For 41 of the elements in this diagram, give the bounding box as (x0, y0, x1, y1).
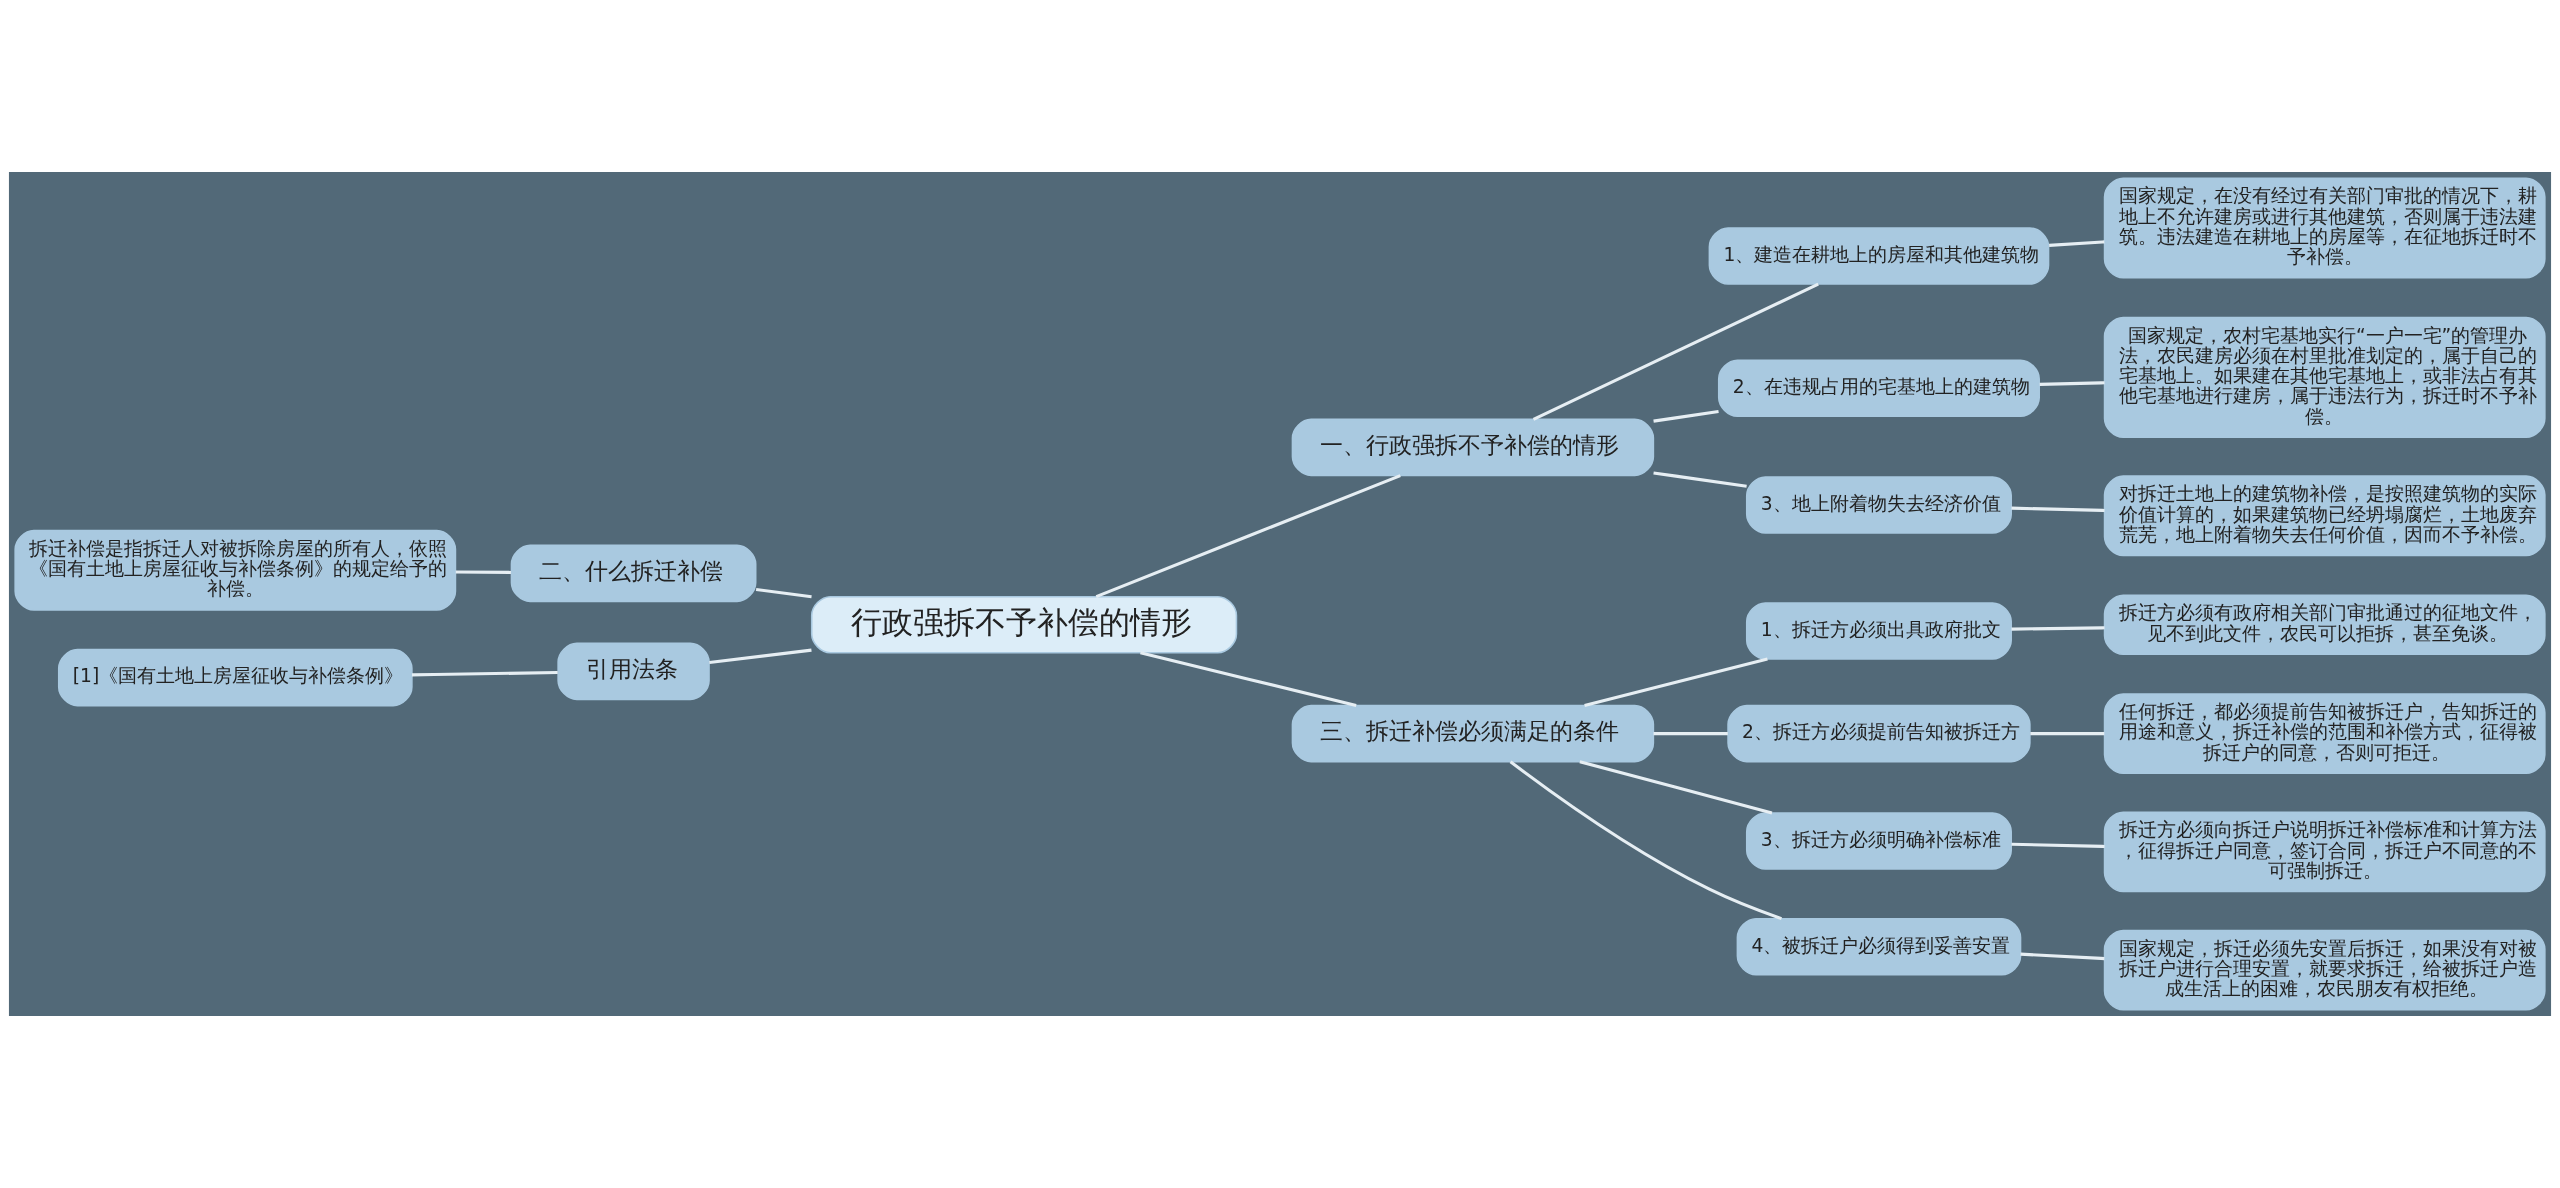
connector (1509, 760, 1782, 921)
node-box: 3、拆迁方必须明确补偿标准 (1745, 812, 2012, 870)
connector (2039, 381, 2105, 386)
connector (1579, 760, 1773, 815)
node-box: 拆迁方必须向拆迁户说明拆迁补偿标准和计算方法，征得拆迁户同意，签订合同，拆迁户不同意的不可强制拆迁。 (2103, 811, 2546, 893)
node-box: 国家规定，拆迁必须先安置后拆迁，如果没有对被拆迁户进行合理安置，就要求拆迁，给被拆迁户造成生活上的困难，农民朋友有权拒绝。 (2103, 929, 2546, 1011)
connector (1532, 282, 1819, 421)
connector (411, 671, 558, 677)
connector (1653, 410, 1719, 423)
node-box: 二、什么拆迁补偿 (510, 544, 757, 603)
node-box: 三、拆迁补偿必须满足的条件 (1291, 704, 1655, 763)
connector (1584, 657, 1768, 708)
connector (1653, 732, 1728, 736)
node-box: 4、被拆迁户必须得到妥善安置 (1736, 918, 2022, 976)
connector (1095, 474, 1401, 599)
node-box: 行政强拆不予补偿的情形 (810, 595, 1238, 654)
node-box: [1]《国有土地上房屋征收与补偿条例》 (57, 648, 413, 707)
node-box: 一、行政强拆不予补偿的情形 (1291, 418, 1655, 477)
connector (2011, 626, 2105, 631)
connector (1140, 651, 1357, 707)
node-box: 国家规定，在没有经过有关部门审批的情况下，耕地上不允许建房或进行其他建筑，否则属于违法建筑。违法建造在耕地上的房屋等，在征地拆迁时不予补偿。 (2103, 177, 2546, 279)
connector (2020, 952, 2105, 961)
connector (2011, 842, 2105, 849)
connector (2049, 240, 2105, 247)
connector (1653, 471, 1747, 488)
connector (2030, 732, 2105, 736)
node-box: 任何拆迁，都必须提前告知被拆迁户，告知拆迁的用途和意义，拆迁补偿的范围和补偿方式，征得被拆迁户的同意，否则可拒迁。 (2103, 693, 2546, 775)
node-box: 对拆迁土地上的建筑物补偿，是按照建筑物的实际价值计算的，如果建筑物已经坍塌腐烂，土地废弃荒芜，地上附着物失去任何价值，因而不予补偿。 (2103, 475, 2546, 557)
connector (455, 570, 511, 574)
node-box: 拆迁补偿是指拆迁人对被拆除房屋的所有人，依照《国有土地上房屋征收与补偿条例》的规定给予的补偿。 (14, 529, 457, 611)
node-box: 1、建造在耕地上的房屋和其他建筑物 (1708, 227, 2050, 285)
node-box: 引用法条 (557, 642, 710, 701)
node-box: 拆迁方必须有政府相关部门审批通过的征地文件，见不到此文件，农民可以拒拆，甚至免谈。 (2103, 594, 2546, 656)
connector (709, 648, 812, 664)
node-box: 3、地上附着物失去经济价值 (1745, 476, 2012, 534)
node-box: 1、拆迁方必须出具政府批文 (1745, 602, 2012, 660)
node-box: 国家规定，农村宅基地实行“一户一宅”的管理办法，农民建房必须在村里批准划定的，属于自己的宅基地上。如果建在其他宅基地上，或非法占有其他宅基地进行建房，属于违法行为，拆迁时不予补偿。 (2103, 316, 2546, 439)
connector (2011, 506, 2105, 512)
node-box: 2、在违规占用的宅基地上的建筑物 (1717, 359, 2040, 418)
node-box: 2、拆迁方必须提前告知被拆迁方 (1727, 704, 2031, 763)
connector (755, 587, 812, 599)
